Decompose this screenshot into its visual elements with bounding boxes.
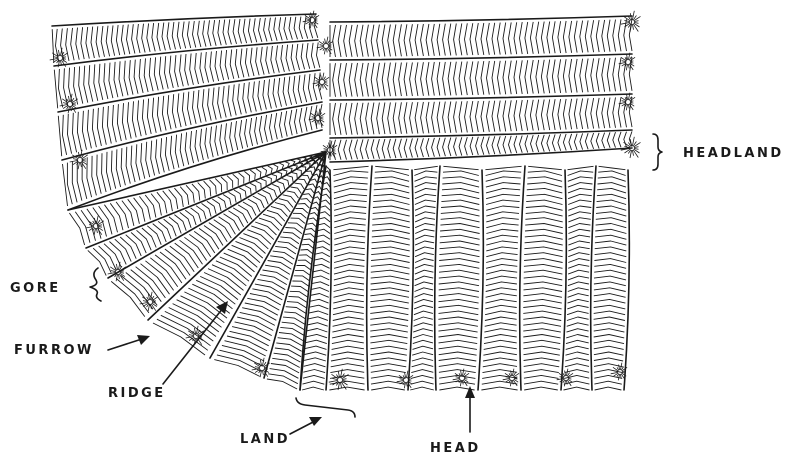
gore-label: GORE	[10, 281, 61, 296]
furrow-line	[58, 70, 320, 112]
headland-brace	[653, 134, 662, 170]
ridge-hatching	[88, 152, 326, 276]
turning-mark	[621, 11, 641, 32]
ridge-hatching	[481, 166, 521, 390]
furrow-line	[330, 54, 632, 60]
ridge-hatching	[564, 166, 594, 390]
ridge-hatching	[330, 57, 632, 97]
ridge-hatching	[523, 166, 562, 390]
land-label: LAND	[240, 432, 290, 447]
furrow-line	[330, 148, 632, 162]
burst-marks-layer	[50, 11, 641, 390]
strip-hatching-layer	[52, 16, 632, 390]
furrow-line	[108, 152, 326, 278]
ridge-hatching	[370, 166, 409, 390]
head-label: HEAD	[430, 441, 481, 454]
ridge-hatching	[329, 166, 368, 390]
turning-mark	[397, 371, 413, 389]
furrow-line	[148, 152, 326, 320]
ridge-hatching	[410, 166, 438, 390]
ridge-hatching	[63, 104, 323, 206]
furrow-label: FURROW	[14, 343, 94, 358]
land-arrowhead	[309, 417, 322, 426]
turning-mark	[60, 94, 78, 113]
gore-brace	[90, 268, 101, 301]
furrow-line	[330, 16, 632, 22]
ridge-hatching	[438, 166, 479, 390]
furrow-line	[62, 102, 322, 160]
turning-mark	[619, 53, 635, 71]
furrow-line	[330, 94, 632, 100]
turning-mark	[317, 37, 333, 55]
ridge-label: RIDGE	[108, 386, 166, 401]
ridge-arrowhead	[216, 301, 228, 314]
ridge-hatching	[69, 152, 326, 245]
turning-mark	[619, 93, 635, 111]
ridge-hatching	[330, 97, 632, 135]
headland-label: HEADLAND	[683, 146, 784, 161]
ridge-hatching	[330, 19, 632, 57]
head-arrowhead	[465, 386, 475, 398]
ridge-hatching	[214, 152, 326, 376]
land-bracket	[296, 398, 355, 417]
ridge-hatching	[594, 166, 627, 390]
